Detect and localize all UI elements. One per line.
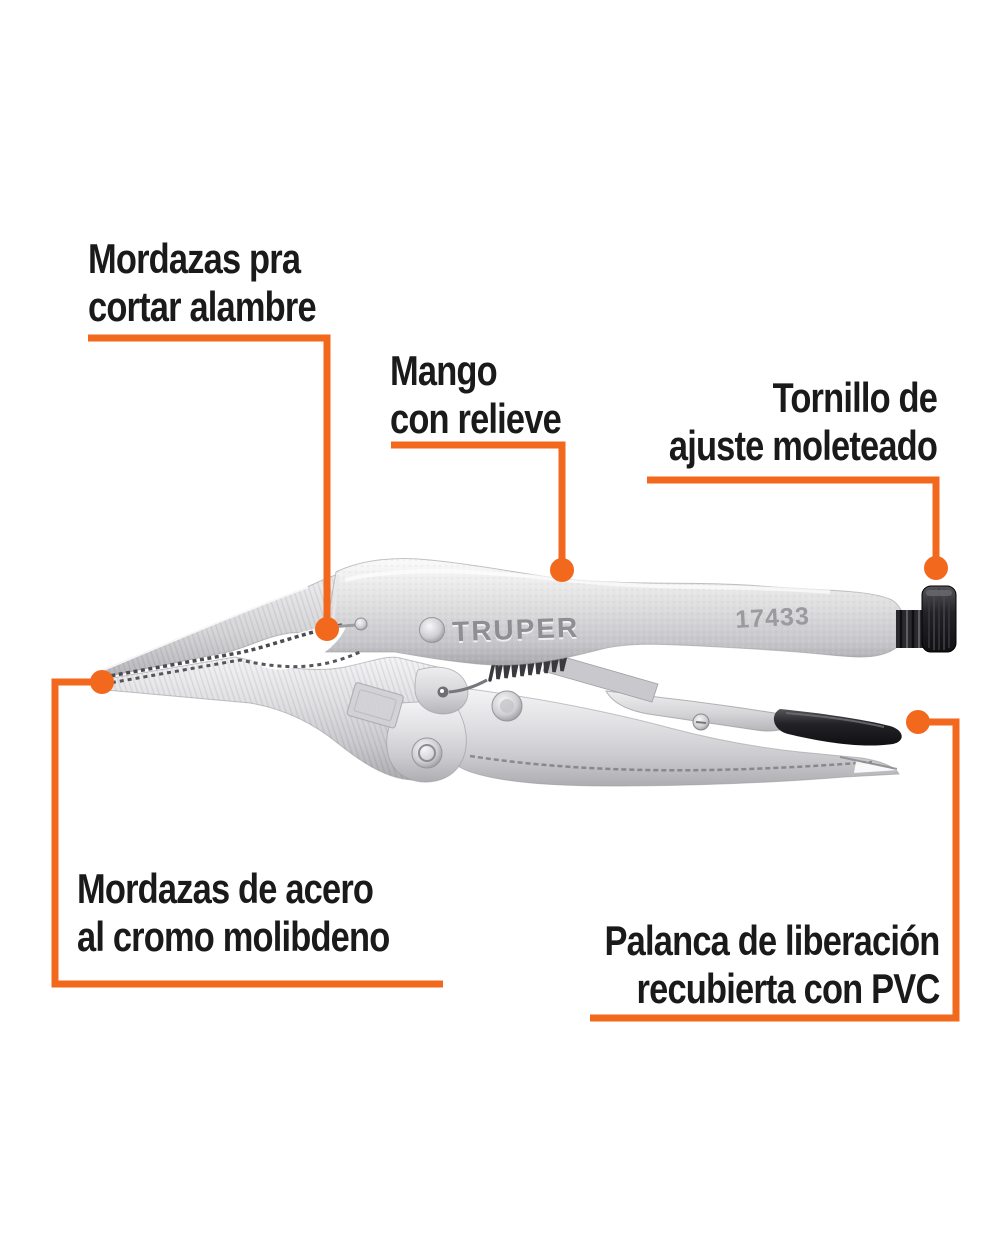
- callout-line-wire-cutter-jaws: [88, 334, 331, 629]
- label-release-lever: Palanca de liberación recubierta con PVC: [605, 917, 941, 1013]
- callout-dot-textured-handle: [550, 558, 574, 582]
- brand-engraving-highlight: TRUPER: [452, 614, 580, 649]
- model-number-engraving: 17433: [735, 602, 811, 634]
- adjusting-screw: [896, 585, 957, 653]
- callout-dot-adjusting-screw: [924, 556, 948, 580]
- brand-engraving: TRUPER: [452, 612, 580, 647]
- callout-leaders: [51, 334, 960, 1022]
- callout-line-release-lever: [590, 718, 960, 1022]
- label-line: Tornillo de: [772, 374, 938, 421]
- callout-line-steel-jaws: [51, 678, 443, 988]
- label-adjusting-screw: Tornillo de ajuste moleteado: [668, 374, 938, 470]
- callout-dot-steel-jaws: [90, 670, 114, 694]
- label-line: Mordazas pra: [88, 235, 301, 282]
- label-line: Mango: [390, 347, 498, 394]
- label-line: ajuste moleteado: [668, 422, 938, 469]
- upper-handle: [321, 558, 905, 666]
- callout-dot-release-lever: [906, 710, 930, 734]
- callout-dot-wire-cutter-jaws: [315, 617, 339, 641]
- label-steel-jaws: Mordazas de acero al cromo molibdeno: [77, 865, 390, 961]
- upper-jaw: [94, 573, 353, 680]
- label-wire-cutter-jaws: Mordazas pra cortar alambre: [88, 235, 317, 331]
- label-line: Mordazas de acero: [77, 865, 374, 912]
- embossed-stamp: [346, 682, 404, 729]
- callout-line-adjusting-screw: [647, 476, 940, 568]
- label-line: con relieve: [390, 395, 562, 442]
- label-line: Palanca de liberación: [605, 917, 941, 964]
- label-line: al cromo molibdeno: [77, 913, 390, 960]
- callout-line-textured-handle: [391, 441, 566, 570]
- release-lever-pvc-grip: [773, 709, 902, 746]
- label-textured-handle: Mango con relieve: [390, 347, 562, 443]
- label-line: cortar alambre: [88, 283, 317, 330]
- label-line: recubierta con PVC: [637, 965, 941, 1012]
- pliers: TRUPER TRUPER 17433: [94, 558, 957, 787]
